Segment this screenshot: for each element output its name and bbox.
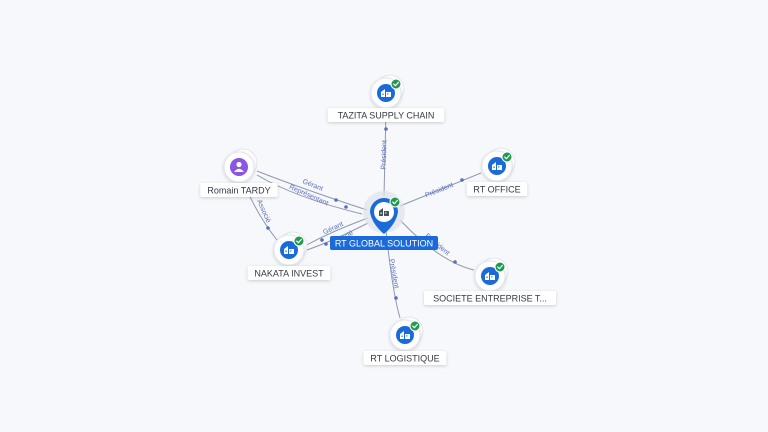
building-icon: [375, 203, 393, 221]
node-label-box: SOCIETE ENTREPRISE T...: [424, 291, 556, 305]
node-rtlog[interactable]: RT LOGISTIQUE: [363, 316, 447, 365]
node-label: TAZITA SUPPLY CHAIN: [338, 111, 435, 121]
edge-label: Président: [380, 140, 388, 170]
edge-label: Président: [387, 259, 399, 289]
edge-arrow: [460, 178, 464, 182]
node-label-box: RT OFFICE: [466, 182, 528, 196]
node-nakata[interactable]: NAKATA INVEST: [247, 231, 331, 280]
edge-arrow: [320, 238, 324, 242]
verified-check-icon: [390, 78, 402, 90]
edges-layer: PrésidentPrésidentPrésidentPrésidentGéra…: [243, 110, 482, 319]
edge-label: Président: [424, 182, 454, 200]
verified-check-icon: [501, 151, 513, 163]
node-societe[interactable]: SOCIETE ENTREPRISE T...: [424, 257, 556, 305]
center-label-box: RT GLOBAL SOLUTION: [330, 236, 438, 250]
verified-check-icon: [409, 320, 421, 332]
node-label: Romain TARDY: [207, 186, 270, 196]
building-icon: [481, 267, 499, 285]
verified-check-icon: [494, 261, 506, 273]
node-label: NAKATA INVEST: [254, 269, 324, 279]
center-node[interactable]: RT GLOBAL SOLUTION: [330, 191, 438, 250]
edge-arrow: [266, 226, 270, 230]
node-label-box: NAKATA INVEST: [247, 266, 331, 280]
node-label-box: TAZITA SUPPLY CHAIN: [327, 108, 445, 122]
center-label: RT GLOBAL SOLUTION: [335, 238, 433, 248]
edge-arrow: [344, 205, 348, 209]
edge-arrow: [394, 296, 398, 300]
edge-line: [256, 174, 363, 215]
building-icon: [280, 241, 298, 259]
nodes-layer: TAZITA SUPPLY CHAIN RT OFFICE SOCIETE ENTR…: [200, 74, 556, 365]
building-icon: [377, 84, 395, 102]
edge-arrow: [334, 198, 338, 202]
edge-line: [383, 110, 387, 197]
node-romain[interactable]: Romain TARDY: [200, 148, 278, 197]
node-rtoffice[interactable]: RT OFFICE: [466, 147, 528, 196]
edge-label: Gérant: [322, 221, 344, 236]
person-icon: [230, 158, 248, 176]
edge-arrow: [324, 242, 328, 246]
building-icon: [396, 326, 414, 344]
node-label-box: Romain TARDY: [200, 183, 278, 197]
building-icon: [488, 157, 506, 175]
node-tazita[interactable]: TAZITA SUPPLY CHAIN: [327, 74, 445, 122]
edge-line: [256, 170, 368, 211]
node-label: RT LOGISTIQUE: [370, 354, 439, 364]
edge-arrow: [384, 127, 388, 131]
verified-check-icon: [389, 196, 401, 208]
edge-center-tazita: Président: [380, 110, 389, 197]
edge-arrow: [453, 260, 457, 264]
node-label-box: RT LOGISTIQUE: [363, 351, 447, 365]
edge-line: [399, 172, 482, 207]
node-label: SOCIETE ENTREPRISE T...: [433, 294, 547, 304]
edge-line: [399, 219, 475, 271]
verified-check-icon: [293, 235, 305, 247]
node-label: RT OFFICE: [473, 185, 520, 195]
edge-line: [304, 217, 369, 247]
